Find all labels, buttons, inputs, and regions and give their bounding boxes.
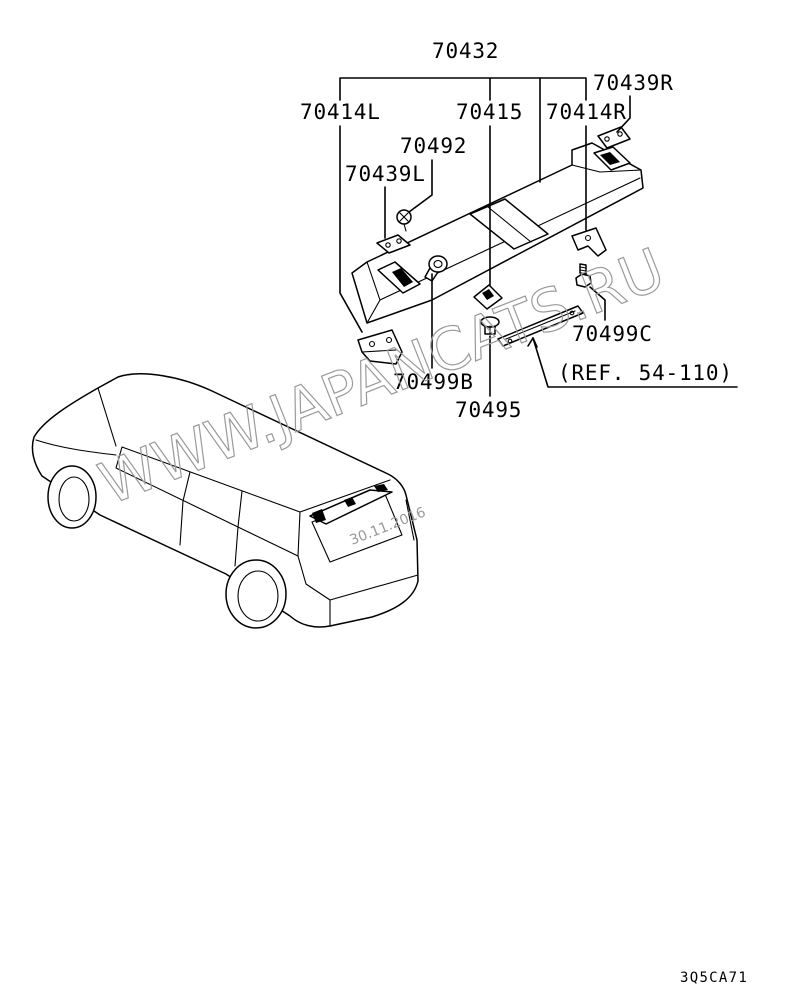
spoiler-left-end-face [366, 261, 381, 324]
callout-bracket-center-label: 70415 [456, 100, 523, 124]
vehicle-spoiler-mount [312, 509, 326, 523]
diagram-code: 3Q5CA71 [680, 970, 748, 986]
callout-reference-label: (REF. 54-110) [558, 361, 733, 385]
callout-plate-right-label: 70439R [593, 71, 674, 95]
vehicle-front-wheel [47, 465, 97, 529]
callout-bolt-right-label: 70499C [572, 322, 653, 346]
vehicle-rear-wheel [225, 559, 287, 629]
leader-reference [532, 337, 738, 388]
callout-bracket-left-label: 70414L [300, 100, 381, 124]
vehicle-rear-bumper-line [329, 574, 419, 601]
vehicle-rear-wheel-rim [237, 570, 279, 622]
callout-bolt-left-label: 70499B [393, 370, 474, 394]
part-screw [396, 209, 412, 232]
part-plate-right [597, 126, 631, 149]
vehicle-windshield-line [97, 387, 117, 447]
leader-screw [408, 159, 433, 213]
vehicle-front-wheel-rim [58, 476, 90, 522]
leader-bolt-right [589, 286, 606, 321]
callout-plate-left-label: 70439L [345, 162, 426, 186]
part-bracket-right [571, 227, 607, 257]
spoiler-right-end-line [571, 164, 642, 173]
vehicle-b-pillar [179, 471, 191, 546]
spoiler-right-slot-shadow [600, 152, 620, 165]
callout-clip-label: 70495 [455, 398, 522, 422]
part-bracket-center [473, 284, 503, 310]
callout-labels: 70432 70439R 70414L 70415 70414R 70492 7… [300, 39, 733, 422]
leader-plate-right [616, 95, 631, 133]
part-reference-bar [497, 305, 584, 347]
leader-assembly-bracket [339, 77, 587, 101]
leader-reference-arrowhead [527, 337, 538, 348]
spoiler-assembly [351, 142, 644, 324]
leader-lines [339, 77, 738, 397]
vehicle-illustration [31, 373, 419, 629]
callout-screw-label: 70492 [400, 134, 467, 158]
vehicle-c-pillar [234, 490, 243, 567]
vehicle-rear-quarter [297, 555, 331, 627]
vehicle-tail-light [405, 499, 415, 541]
vehicle-spoiler-mount [374, 484, 388, 492]
callout-assembly-label: 70432 [432, 39, 499, 63]
vehicle-roof-rear-edge [299, 479, 391, 513]
part-clip [480, 316, 500, 335]
part-plate-left [376, 234, 411, 254]
spoiler-left-slot-shadow [392, 268, 413, 287]
part-bolt-right [575, 263, 592, 288]
part-bracket-left [357, 329, 403, 365]
callout-bracket-right-label: 70414R [546, 100, 627, 124]
vehicle-spoiler-mount [344, 497, 356, 507]
spoiler-center-mount-line [487, 206, 532, 243]
leader-bracket-left [339, 125, 363, 333]
vehicle-hood-line [35, 439, 117, 456]
